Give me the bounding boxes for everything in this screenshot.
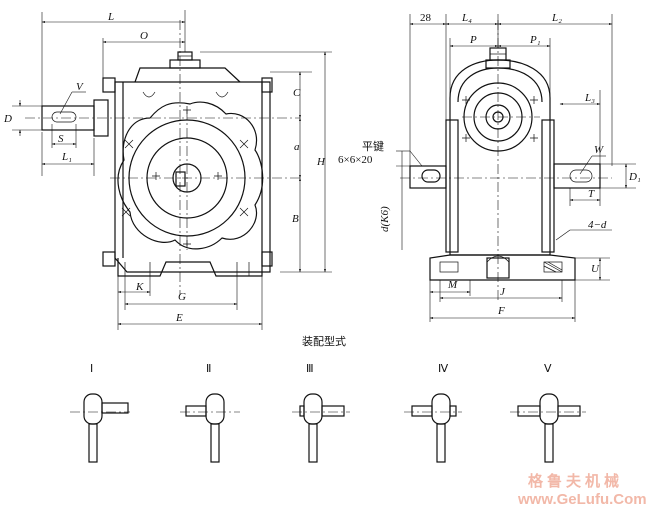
watermark-brand: 格鲁夫机械: [528, 472, 623, 490]
assembly-type-3: Ⅲ: [292, 363, 350, 463]
dim-label-S: S: [58, 133, 64, 145]
dim-label-L1: L₁: [61, 151, 72, 163]
watermark-url: www.GeLufu.Com: [517, 491, 647, 508]
assembly-label-3: Ⅲ: [306, 363, 314, 375]
dim-label-W: W: [594, 144, 604, 156]
assembly-type-4: Ⅳ: [404, 363, 462, 463]
dim-label-C: C: [293, 87, 301, 99]
dim-label-T: T: [588, 188, 595, 200]
dim-label-P1: P₁: [529, 34, 541, 46]
dim-label-F: F: [497, 305, 505, 317]
dim-label-D: D: [3, 113, 12, 125]
dim-label-D1: D₁: [628, 171, 641, 183]
dim-label-L4: L₄: [461, 12, 472, 24]
key-note-title: 平键: [362, 139, 384, 153]
assembly-types-title: 装配型式: [302, 334, 346, 348]
assembly-label-1: Ⅰ: [90, 363, 93, 375]
dim-label-4d: 4−d: [588, 219, 607, 231]
assembly-type-1: Ⅰ: [70, 363, 130, 463]
dim-label-L2: L₂: [551, 12, 562, 24]
dim-label-28: 28: [420, 12, 432, 24]
dim-label-V: V: [76, 81, 84, 93]
front-dimensions: L O D V S L₁ C a B H: [3, 10, 332, 330]
assembly-label-4: Ⅳ: [438, 363, 449, 375]
dim-label-L: L: [107, 11, 114, 23]
dim-label-dK6: d(K6): [379, 206, 391, 232]
dim-label-H: H: [316, 156, 326, 168]
dim-label-B: B: [292, 213, 299, 225]
dim-label-L3: L₃: [584, 92, 595, 104]
dim-label-P: P: [469, 34, 477, 46]
dim-label-E: E: [175, 312, 183, 324]
dim-label-a: a: [294, 141, 300, 153]
dim-label-U: U: [591, 263, 600, 275]
key-note-size: 6×6×20: [338, 154, 373, 166]
assembly-type-5: Ⅴ: [510, 363, 586, 463]
assembly-label-5: Ⅴ: [544, 363, 552, 375]
dim-label-O: O: [140, 30, 148, 42]
assembly-type-2: Ⅱ: [180, 363, 240, 463]
dim-label-G: G: [178, 291, 186, 303]
dim-label-K: K: [135, 281, 144, 293]
assembly-label-2: Ⅱ: [206, 363, 211, 375]
dim-label-M: M: [447, 279, 458, 291]
dim-label-J: J: [500, 286, 506, 298]
side-dimensions: 28 L₄ L₂ P P₁ L₃ W D₁ T 平键 6×6: [338, 12, 641, 322]
